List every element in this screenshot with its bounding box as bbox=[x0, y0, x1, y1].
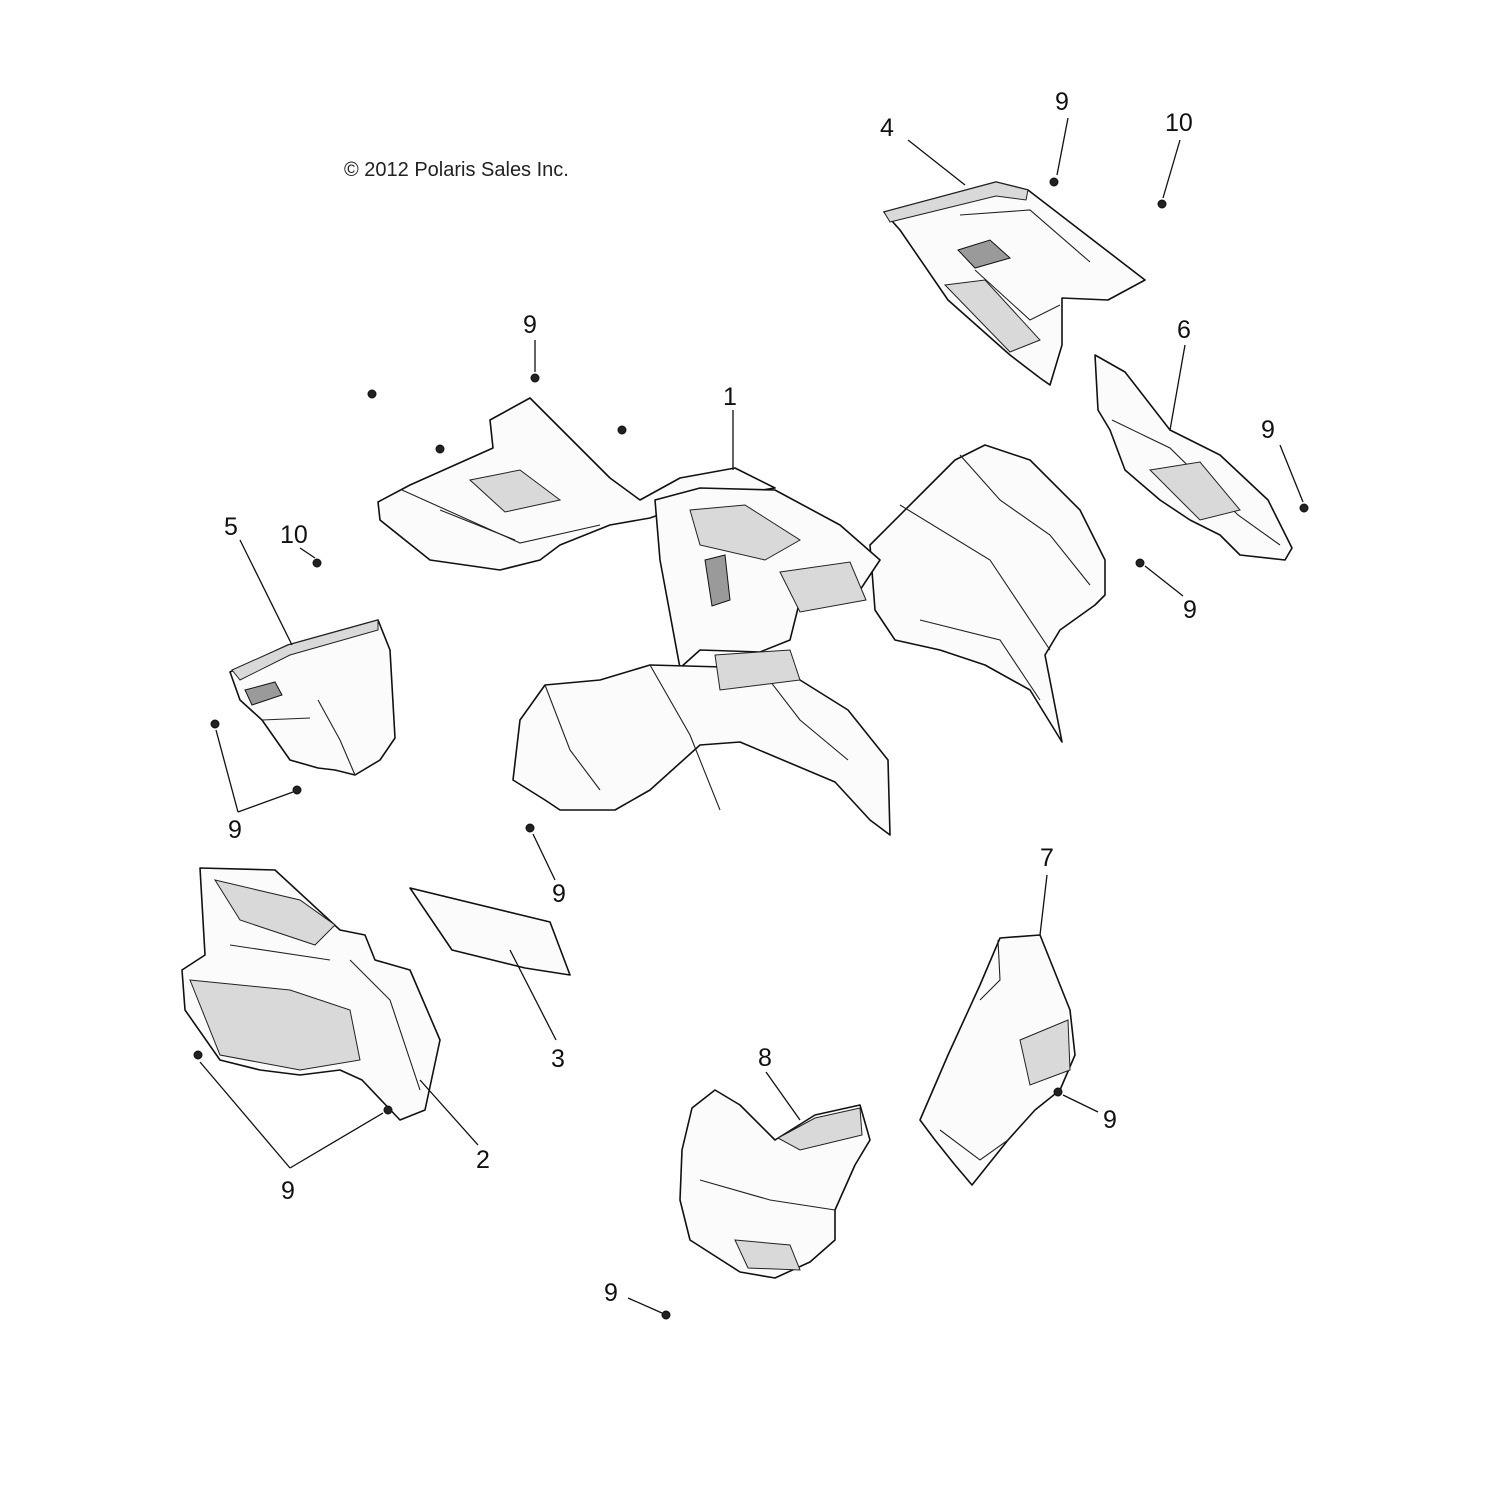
callout-10: 10 bbox=[280, 521, 308, 549]
fastener-icon bbox=[292, 785, 302, 795]
fastener-icon bbox=[435, 444, 445, 454]
callouts: 1 2 3 4 5 6 7 8 9 9 9 9 9 9 9 9 9 10 10 bbox=[224, 88, 1275, 1307]
part-6-right-side-panel bbox=[1094, 354, 1293, 561]
callout-7: 7 bbox=[1040, 844, 1054, 872]
callout-9: 9 bbox=[1183, 596, 1197, 624]
part-8-center-lower-shroud bbox=[679, 1089, 871, 1279]
callout-1: 1 bbox=[723, 383, 737, 411]
callout-9: 9 bbox=[1103, 1106, 1117, 1134]
part-7-right-lower-panel bbox=[919, 934, 1076, 1186]
part-1-front-cab-body bbox=[377, 397, 1106, 836]
screw-icon bbox=[1157, 199, 1167, 209]
callout-9: 9 bbox=[228, 816, 242, 844]
callout-9: 9 bbox=[552, 880, 566, 908]
callout-8: 8 bbox=[758, 1044, 772, 1072]
copyright-text: © 2012 Polaris Sales Inc. bbox=[344, 159, 569, 181]
callout-6: 6 bbox=[1177, 316, 1191, 344]
screw-icon bbox=[312, 558, 322, 568]
callout-9: 9 bbox=[1055, 88, 1069, 116]
fastener-icon bbox=[525, 823, 535, 833]
part-4-right-upper-cover bbox=[883, 181, 1146, 386]
part-3-decal bbox=[409, 887, 571, 976]
callout-3: 3 bbox=[551, 1045, 565, 1073]
fastener-icon bbox=[1299, 503, 1309, 513]
callout-9: 9 bbox=[1261, 416, 1275, 444]
callout-5: 5 bbox=[224, 513, 238, 541]
fastener-icon bbox=[210, 719, 220, 729]
fastener-icon bbox=[1135, 558, 1145, 568]
fastener-icon bbox=[661, 1310, 671, 1320]
callout-9: 9 bbox=[604, 1279, 618, 1307]
fastener-icon bbox=[367, 389, 377, 399]
part-5-left-upper-cover bbox=[229, 619, 396, 776]
leader-lines bbox=[199, 117, 1304, 1314]
fastener-icon bbox=[383, 1105, 393, 1115]
part-2-left-side-panel bbox=[181, 867, 441, 1121]
fastener-icon bbox=[617, 425, 627, 435]
fastener-icon bbox=[1049, 177, 1059, 187]
callout-4: 4 bbox=[880, 114, 894, 142]
callout-9: 9 bbox=[281, 1177, 295, 1205]
fastener-icon bbox=[530, 373, 540, 383]
callout-9: 9 bbox=[523, 311, 537, 339]
fasteners bbox=[193, 177, 1309, 1320]
fastener-icon bbox=[193, 1050, 203, 1060]
callout-2: 2 bbox=[476, 1146, 490, 1174]
callout-10: 10 bbox=[1165, 109, 1193, 137]
fastener-icon bbox=[1053, 1087, 1063, 1097]
